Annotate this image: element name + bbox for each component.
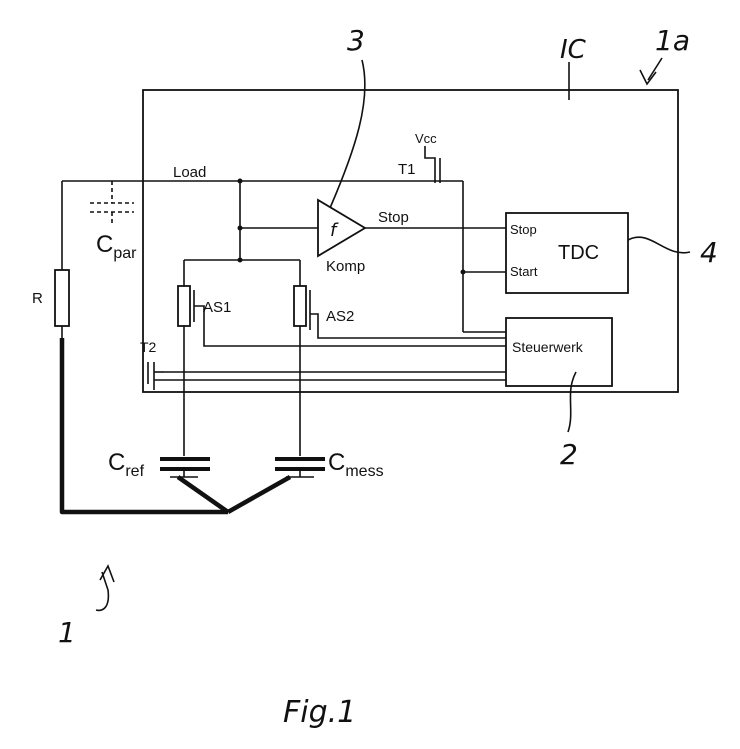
vcc-label: Vcc	[415, 131, 437, 146]
cmess-label: Cmess	[328, 449, 384, 480]
transistor-t1	[424, 146, 441, 183]
switch-as1	[177, 285, 191, 327]
resistor-r	[54, 269, 70, 327]
steuerwerk-block	[505, 317, 613, 387]
ic-label: IC	[560, 35, 587, 65]
arrow-1-icon	[95, 564, 115, 612]
stop-wire-label: Stop	[378, 209, 409, 226]
capacitor-cmess	[275, 457, 325, 478]
comparator-leader-line	[329, 59, 366, 209]
transistor-t2	[147, 362, 164, 390]
ref-label-1: 1	[58, 616, 76, 649]
ref-label-3: 3	[347, 24, 365, 57]
cpar-label: Cpar	[96, 231, 137, 262]
cref-label: Cref	[108, 449, 145, 480]
steuerwerk-label: Steuerwerk	[512, 339, 584, 355]
external-wire	[59, 338, 228, 515]
figure-caption: Fig.1	[283, 695, 356, 730]
tdc-block	[505, 212, 629, 294]
comparator-komp	[317, 198, 367, 258]
as1-control-wire	[194, 305, 506, 347]
as1-label: AS1	[203, 299, 231, 316]
capacitor-cpar	[90, 181, 134, 225]
tdc-label: TDC	[558, 242, 599, 264]
t2-label: T2	[140, 339, 157, 355]
arrow-1a-icon	[639, 57, 663, 86]
as2-label: AS2	[326, 308, 354, 325]
t1-label: T1	[398, 161, 416, 178]
komp-label: Komp	[326, 258, 365, 275]
ref-label-1a: 1a	[655, 24, 690, 57]
sensor-wire-ref	[176, 475, 230, 514]
ic-boundary	[142, 89, 679, 393]
load-label: Load	[173, 164, 206, 181]
sensor-wire-mess	[226, 475, 292, 514]
r-label: R	[32, 290, 43, 307]
ref-label-4: 4	[700, 236, 718, 269]
steuerwerk-leader-line	[567, 371, 577, 433]
tdc-start-label: Start	[510, 264, 538, 279]
tdc-leader-line	[627, 236, 691, 254]
comparator-symbol: f	[330, 220, 339, 241]
as2-control-wire	[310, 313, 506, 339]
switch-as2	[293, 285, 307, 327]
ref-label-2: 2	[560, 438, 578, 471]
tdc-stop-label: Stop	[510, 222, 537, 237]
capacitor-cref	[160, 457, 210, 478]
